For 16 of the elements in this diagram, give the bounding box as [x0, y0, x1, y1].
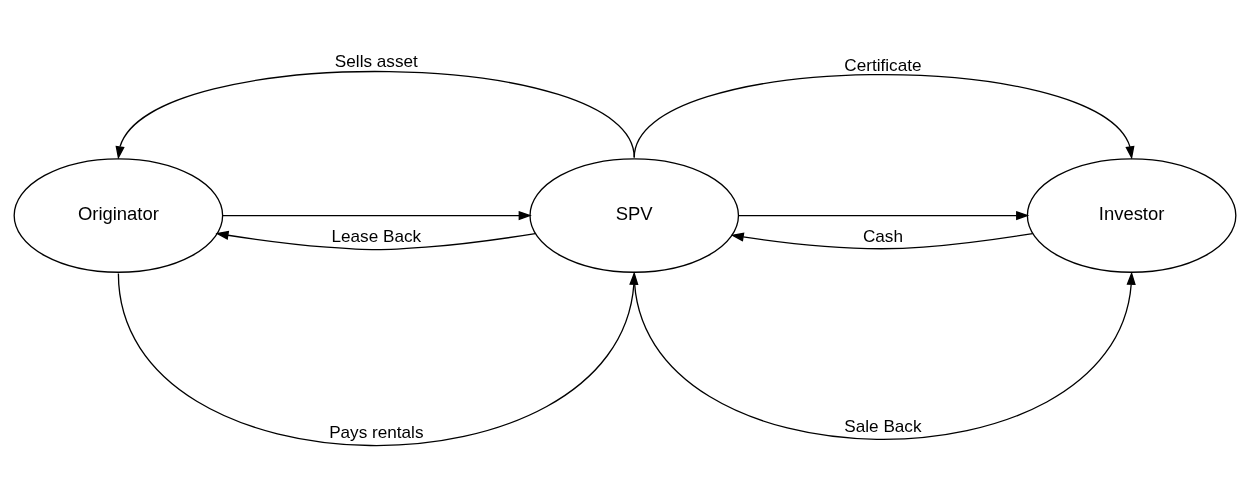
edge-label: Sells asset: [334, 51, 418, 71]
arrow: [222, 210, 532, 221]
edge-label: Lease Back: [331, 226, 422, 247]
arrow: [738, 210, 1030, 221]
edge-label: Pays rentals: [329, 421, 424, 442]
node-ellipse: SPV: [529, 158, 740, 273]
arrow: [633, 74, 1135, 160]
edge-label: Sale Back: [844, 416, 922, 437]
edge-label: Cash: [862, 226, 903, 247]
arrow: [730, 232, 1034, 250]
arrow: [115, 70, 635, 160]
arrow: [215, 230, 536, 251]
node-ellipse: Investor: [1026, 158, 1237, 273]
node-ellipse: Originator: [13, 158, 224, 273]
arrow: [633, 271, 1136, 440]
edge-label: Certificate: [844, 54, 922, 75]
